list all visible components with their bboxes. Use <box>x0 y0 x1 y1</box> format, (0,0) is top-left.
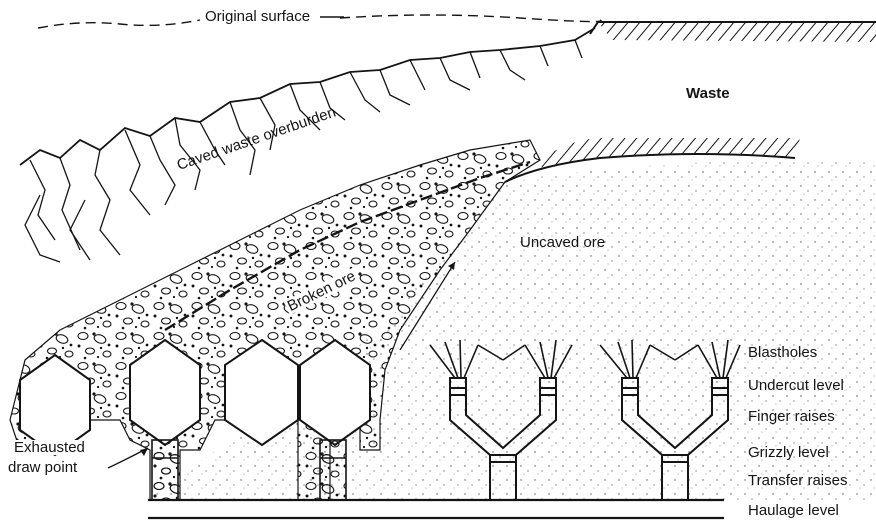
level-label-undercut: Undercut level <box>748 378 844 393</box>
original-surface-line <box>38 15 601 28</box>
uncaved-ore-label: Uncaved ore <box>520 235 605 250</box>
level-label-grizzly: Grizzly level <box>748 445 829 460</box>
level-label-transfer-raises: Transfer raises <box>748 473 847 488</box>
original-surface-label: Original surface <box>202 9 313 24</box>
draw-point-shaft-2 <box>320 440 346 500</box>
exhausted-label: Exhausted <box>14 440 85 455</box>
level-label-haulage: Haulage level <box>748 503 839 518</box>
draw-point-label: draw point <box>8 460 77 475</box>
level-label-blastholes: Blastholes <box>748 345 817 360</box>
exhausted-draw-point-shaft <box>152 440 178 500</box>
level-label-finger-raises: Finger raises <box>748 409 835 424</box>
waste-label: Waste <box>686 86 730 101</box>
waste-surface-hatch <box>598 22 876 42</box>
